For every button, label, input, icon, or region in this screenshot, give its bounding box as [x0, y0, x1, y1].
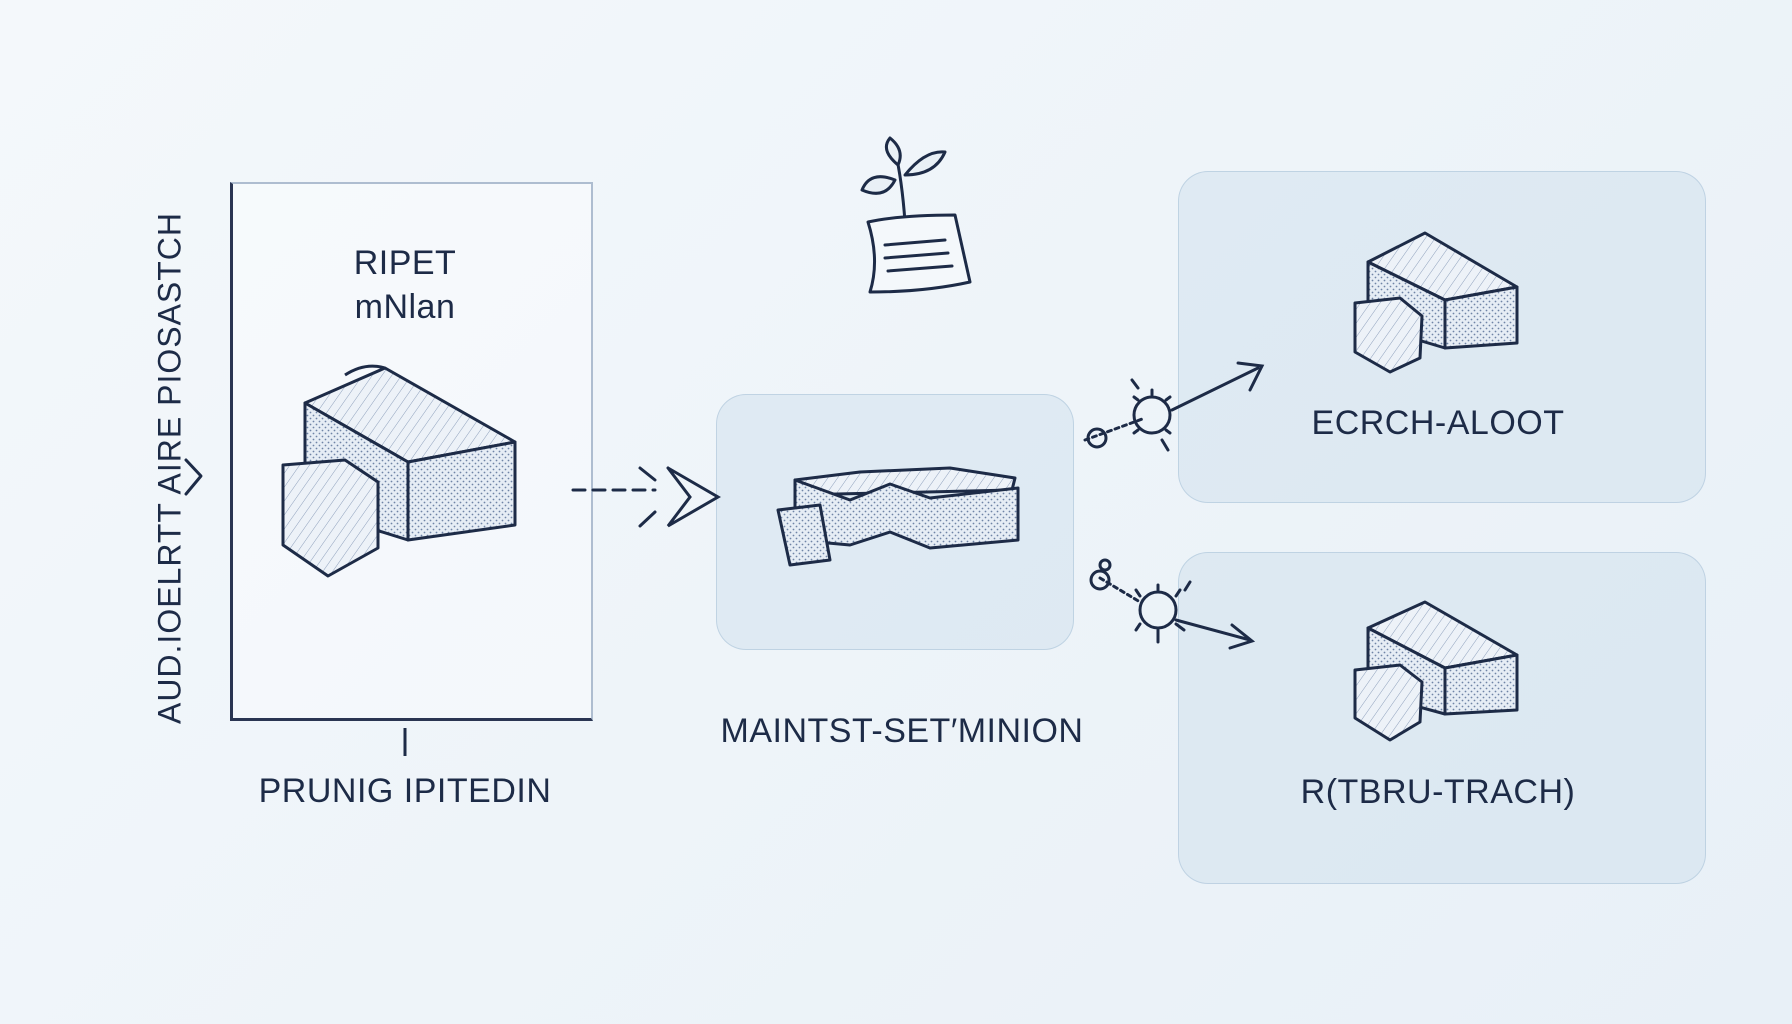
input-panel-title-line2: mNlan [354, 288, 456, 326]
vertical-axis-label: AUD.IOELRTT AIRE PIOSASTCH [151, 211, 188, 725]
output-bottom-card [1178, 552, 1706, 884]
output-top-label: ECRCH-ALOOT [1311, 404, 1565, 442]
output-bottom-label: R(TBRU-TRACH) [1300, 773, 1576, 811]
input-panel-title-line1: RIPET [353, 244, 457, 282]
chevron-right-icon [184, 458, 203, 496]
connector-top-icon [1083, 361, 1265, 452]
middle-stage-caption: MAINTST-SET′MINION [720, 712, 1084, 750]
connector-bottom-icon [1089, 558, 1256, 650]
stone-block-icon [281, 364, 517, 578]
arrow-to-middle [571, 466, 721, 528]
input-panel-caption: PRUNIG IPITEDIN [258, 772, 552, 810]
stone-block-icon [1353, 231, 1519, 374]
stone-block-icon [1353, 600, 1519, 742]
stone-block-icon [776, 466, 1020, 567]
seedling-icon [860, 136, 972, 294]
